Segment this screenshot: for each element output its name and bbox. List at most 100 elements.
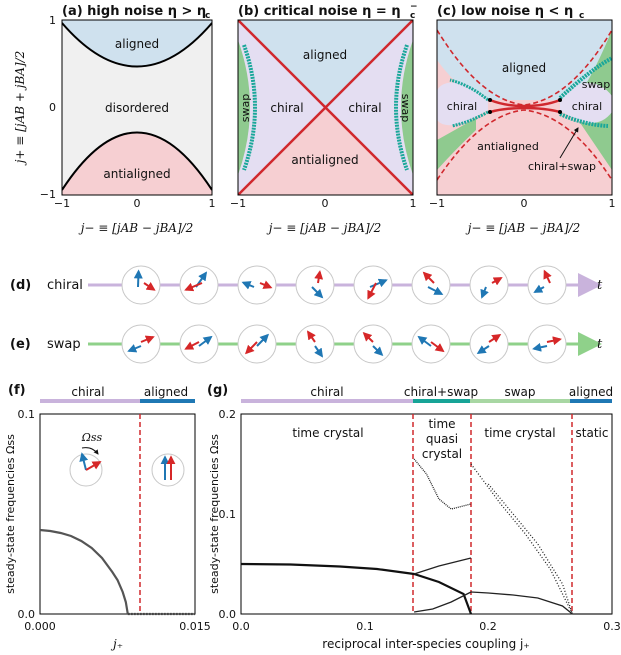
region-label: time crystal (484, 426, 555, 440)
spin-arrow-blue (476, 345, 490, 354)
chiral-region-left (437, 82, 488, 126)
panel-b: (b) critical noise η = η c − aligned chi… (230, 2, 418, 235)
chiral-swap-edge (449, 78, 489, 102)
spin-arrow-red (488, 334, 502, 343)
x-axis-label: j₊ (110, 637, 123, 651)
spin-arrow-red (491, 277, 503, 286)
region-label: static (576, 426, 609, 440)
region-label-swap: swap (399, 94, 412, 122)
x-axis-label: reciprocal inter-species coupling j₊ (322, 637, 529, 651)
region-label: quasi (426, 432, 458, 446)
region-label-aligned: aligned (502, 61, 546, 75)
panel-g: (g) chiral chiral+swap swap aligned time… (207, 383, 621, 651)
swap-edge-left (242, 44, 257, 171)
frequency-series (487, 483, 574, 615)
spin-arrow-blue (241, 281, 255, 290)
antialigned-boundary (62, 131, 212, 191)
chiral-swap-edge (559, 112, 609, 128)
frequency-series (470, 463, 573, 615)
spin-arrow-red (143, 282, 156, 291)
spin-pair-circle (411, 324, 451, 364)
row-e: (e) swap t (10, 324, 603, 364)
region-label: crystal (422, 447, 462, 461)
phase-bar-swap (470, 399, 570, 403)
panel-c-title: (c) low noise η < η (437, 4, 573, 19)
region-label: time (428, 417, 455, 431)
frequency-series (39, 528, 129, 615)
x-axis-label: j− ≡ [jAB − jBA]/2 (266, 221, 382, 235)
x-tick: 0 (521, 197, 528, 210)
critical-line (238, 20, 413, 195)
spin-arrow-blue (127, 344, 142, 353)
phase-bar-label: chiral (71, 385, 104, 399)
panel-g-label: (g) (207, 383, 228, 398)
time-axis-symbol: t (597, 278, 603, 293)
x-tick: −1 (230, 197, 246, 210)
spin-arrow-red (140, 335, 155, 344)
x-tick: 0.1 (356, 620, 374, 633)
y-axis-label: steady-state frequencies Ωss (4, 434, 17, 594)
state-icon-aligned (151, 453, 185, 487)
spin-pair-circle (237, 324, 277, 364)
swap-region-left (238, 40, 250, 175)
omega-label: Ωss (81, 431, 103, 444)
swap-edge-right (394, 44, 409, 171)
y-tick: 0.0 (18, 608, 36, 621)
phase-bar-chiral (40, 399, 140, 403)
spin-pair-circle (295, 265, 335, 305)
spin-pair-circle (295, 324, 335, 364)
spin-arrow-red (546, 336, 562, 346)
region-label-aligned: aligned (303, 48, 347, 62)
spin-arrow-red (184, 341, 200, 350)
region-label-antialigned: antialigned (477, 140, 539, 153)
x-axis-label: j− ≡ [jAB − jBA]/2 (78, 221, 194, 235)
phase-bar-label: chiral+swap (404, 385, 478, 399)
phase-bar-label: aligned (569, 385, 613, 399)
panel-b-title: (b) critical noise η = η (238, 4, 401, 19)
spin-pair-circle (469, 265, 509, 305)
spin-arrow-red (306, 330, 316, 343)
region-label-chiral: chiral (572, 100, 602, 113)
swap-region-left (437, 118, 476, 170)
region-label-disordered: disordered (105, 101, 169, 115)
spin-arrow-blue (372, 345, 384, 356)
spin-arrow-red (362, 332, 374, 343)
swap-region-right (401, 40, 413, 175)
spin-arrow-red (543, 269, 552, 284)
region-label-chiral-swap: chiral+swap (528, 160, 596, 173)
x-tick: 0.0 (232, 620, 250, 633)
x-tick: 0 (134, 197, 141, 210)
frequency-series (413, 591, 472, 613)
x-tick: 0.000 (24, 620, 56, 633)
panel-b-frame (237, 19, 414, 196)
y-tick: −1 (40, 188, 56, 201)
chiral-swap-edge (558, 56, 612, 100)
spin-arrow-red (314, 270, 324, 284)
spin-arrow-blue (369, 278, 388, 288)
aligned-boundary (62, 22, 212, 68)
y-tick: 0.2 (219, 408, 237, 421)
x-tick: −1 (429, 197, 445, 210)
spin-arrow-blue (533, 284, 545, 293)
aligned-region (437, 20, 612, 100)
panel-c-frame (436, 19, 613, 196)
panel-a-title: (a) high noise η > η (62, 4, 206, 19)
row-e-label: (e) (10, 337, 31, 352)
panel-c: (c) low noise η < η c aligned swap chira… (429, 4, 616, 235)
spin-arrow-red (245, 341, 258, 355)
antialigned-region (238, 107, 413, 195)
spin-arrow-blue (133, 269, 143, 288)
region-label: time crystal (292, 426, 363, 440)
x-tick: 1 (209, 197, 216, 210)
time-axis-symbol: t (597, 337, 603, 352)
region-label-chiral: chiral (447, 100, 477, 113)
x-axis-label: j− ≡ [jAB − jBA]/2 (465, 221, 581, 235)
phase-bar-chiral-swap (413, 399, 470, 403)
phase-bar-label: aligned (144, 385, 188, 399)
x-tick: 0.2 (479, 620, 497, 633)
phase-bar-aligned (140, 399, 195, 403)
phase-bar-aligned (570, 399, 612, 403)
y-axis-label: steady-state frequencies Ωss (208, 434, 221, 594)
region-label-antialigned: antialigned (291, 153, 358, 167)
